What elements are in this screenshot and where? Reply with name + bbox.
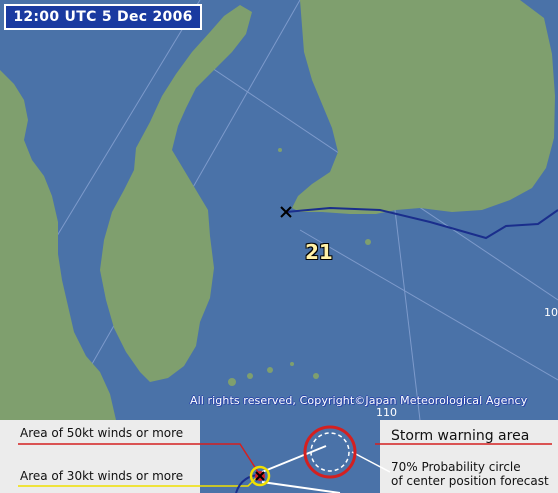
legend-50kt-label: Area of 50kt winds or more (20, 426, 184, 440)
legend-probability-label-line2: of center position forecast (391, 474, 549, 488)
gale-area-icon (249, 465, 271, 487)
storm-track (285, 206, 558, 240)
land-malay-peninsula (0, 70, 116, 420)
land-philippine-islands (100, 5, 252, 382)
leader-line-30kt (18, 475, 259, 487)
center-cross-icon (255, 471, 265, 481)
legend-symbol-panel (200, 420, 380, 493)
small-islands (156, 148, 371, 386)
typhoon-map: 12:00 UTC 5 Dec 2006 21 110 10 All right… (0, 0, 558, 420)
storm-center-marker (280, 206, 292, 218)
legend-30kt-label: Area of 30kt winds or more (20, 469, 184, 483)
storm-warning-circle-icon (303, 425, 357, 479)
land-borneo (292, 0, 555, 214)
legend-left-panel (0, 420, 200, 493)
copyright-notice: All rights reserved, Copyright©Japan Met… (190, 394, 528, 407)
legend-forecast-line-lower (261, 481, 341, 493)
leader-line-50kt (18, 443, 259, 473)
probability-circle-icon (310, 432, 350, 472)
longitude-label-right: 10 (544, 306, 558, 319)
legend-right-panel (380, 420, 558, 493)
timestamp-label: 12:00 UTC 5 Dec 2006 (4, 4, 202, 30)
legend-graphic (18, 425, 552, 493)
legend-panel: Area of 50kt winds or more Area of 30kt … (0, 420, 558, 493)
legend-probability-label-line1: 70% Probability circle (391, 460, 521, 474)
legend-forecast-line (261, 445, 327, 473)
longitude-label-110: 110 (376, 406, 397, 419)
legend-storm-warning-label: Storm warning area (391, 428, 530, 444)
leader-line-probability (351, 451, 391, 473)
storm-number-label: 21 (305, 240, 333, 264)
map-graphic (0, 0, 558, 420)
